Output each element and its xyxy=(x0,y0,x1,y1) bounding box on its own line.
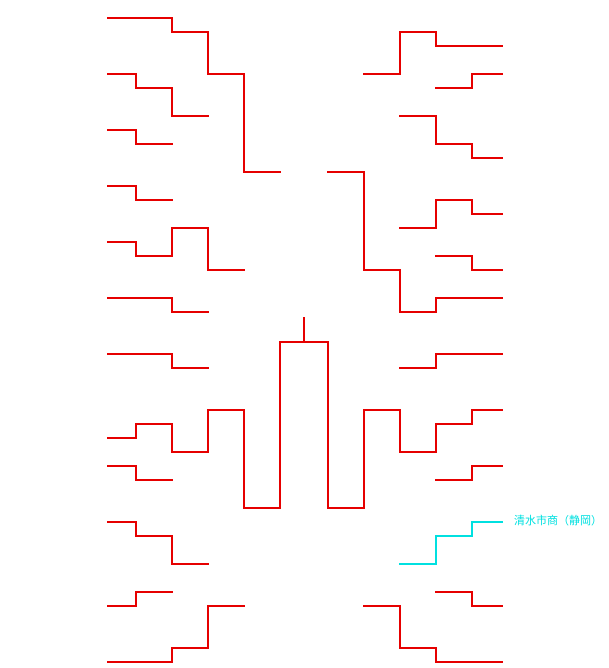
bracket-line xyxy=(107,591,173,607)
bracket-line xyxy=(363,31,503,75)
bracket-line xyxy=(435,255,503,271)
bracket-line xyxy=(107,129,173,145)
bracket-line xyxy=(107,185,173,201)
highlighted-team-path xyxy=(399,521,503,565)
bracket-line xyxy=(107,521,209,565)
highlighted-team-label: 清水市商（静岡） xyxy=(514,514,602,527)
bracket-line xyxy=(363,605,503,663)
bracket-line xyxy=(107,353,209,369)
bracket-line xyxy=(399,115,503,159)
bracket-line xyxy=(435,591,503,607)
bracket-line xyxy=(435,73,503,89)
bracket-line xyxy=(107,465,173,481)
bracket-line xyxy=(107,227,245,271)
bracket-line xyxy=(399,199,503,229)
bracket-line xyxy=(435,465,503,481)
bracket-line xyxy=(435,409,503,453)
bracket-line xyxy=(107,341,437,509)
bracket-line xyxy=(107,297,209,313)
bracket-line xyxy=(107,17,281,173)
bracket-line xyxy=(327,171,503,313)
bracket-line xyxy=(107,73,209,117)
bracket-line xyxy=(399,353,503,369)
bracket-line xyxy=(107,605,245,663)
